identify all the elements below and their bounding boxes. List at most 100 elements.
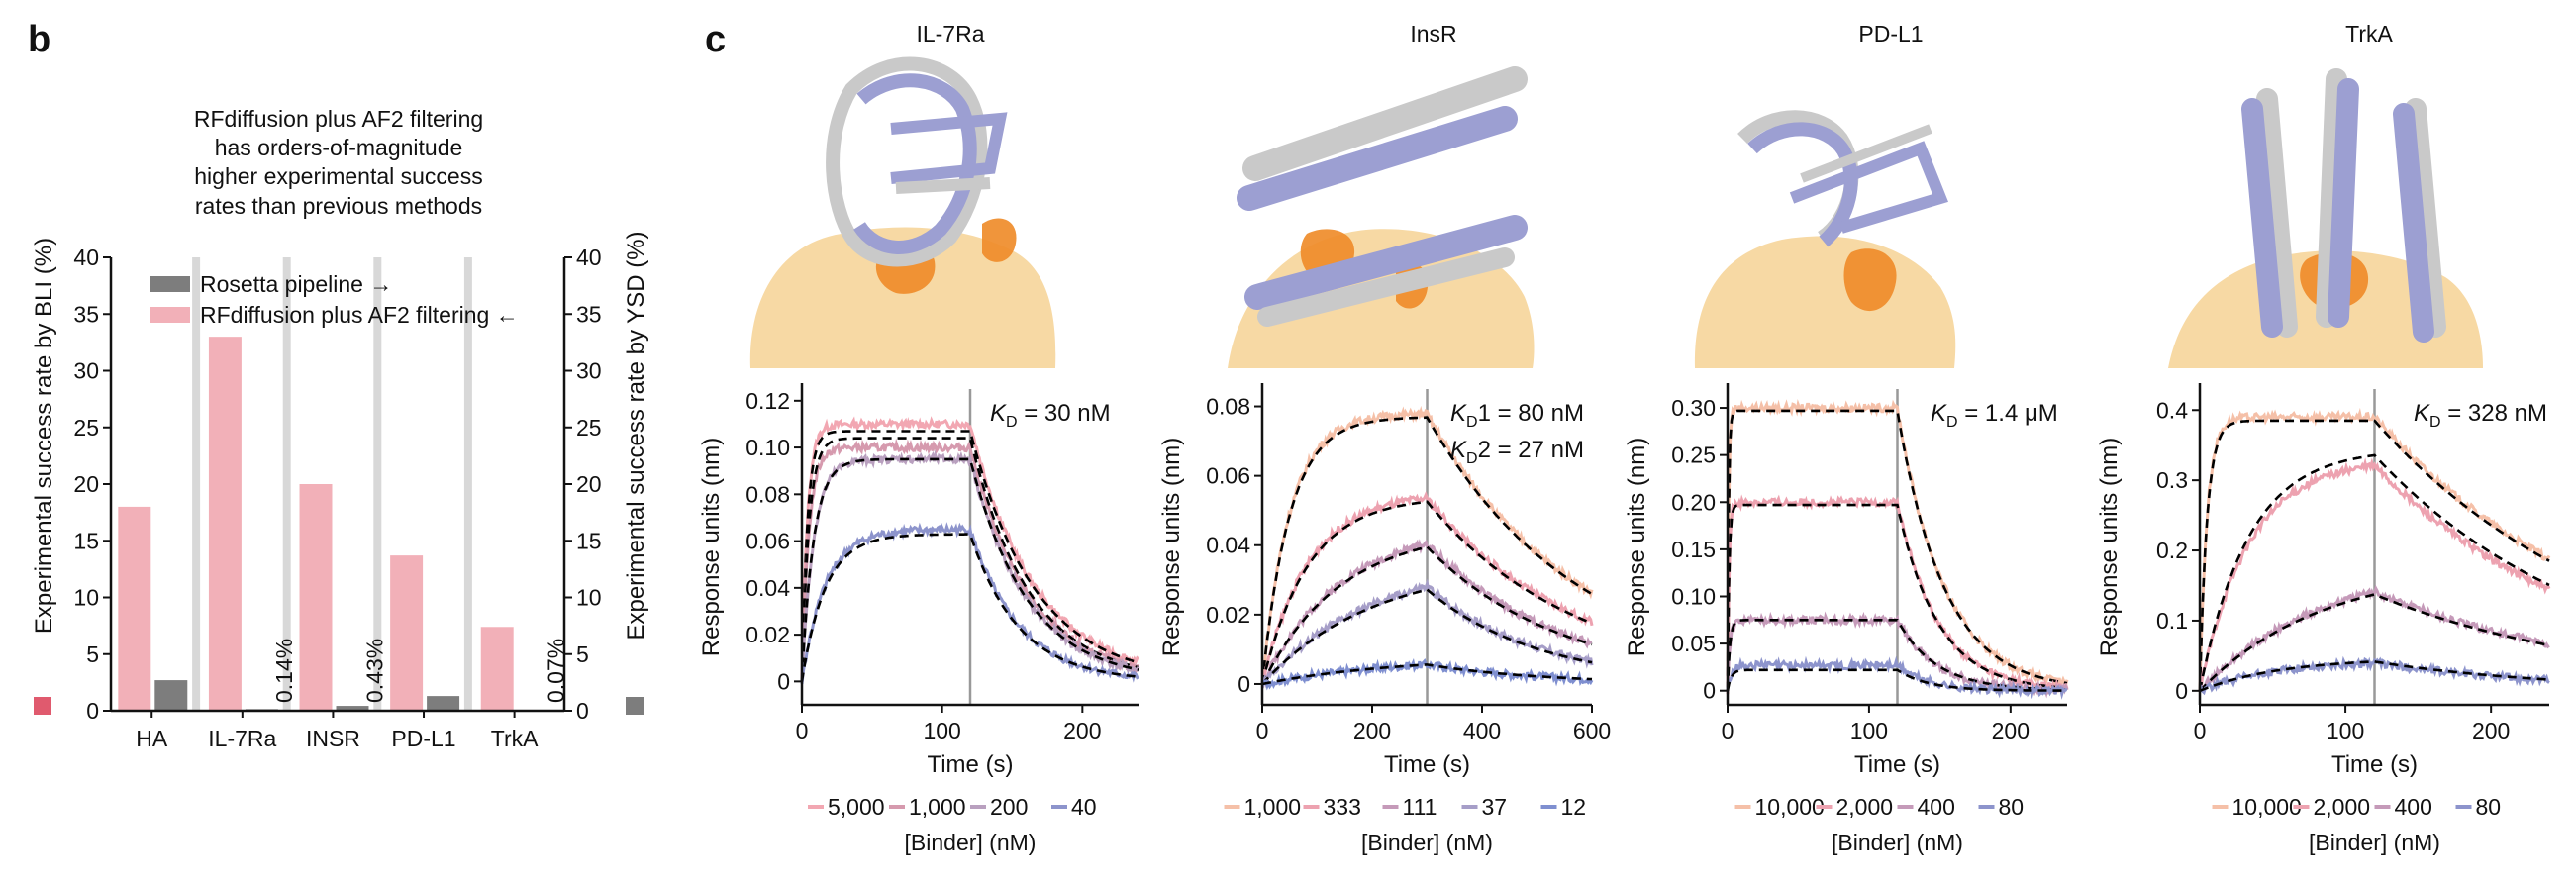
y-tick-label: 0.06: [1206, 463, 1250, 489]
right-axis-label: Experimental success rate by YSD (%): [623, 231, 649, 640]
x-axis-label: Time (s): [927, 751, 1013, 778]
fit-40: [800, 533, 1139, 682]
right-y-tick-label: 20: [576, 471, 602, 497]
legend-label: 10,000: [1755, 794, 1825, 820]
trace-80: [1726, 655, 2068, 700]
right-y-tick-label: 5: [576, 641, 589, 667]
y-tick-label: 0.08: [1206, 394, 1250, 420]
panel-title: PD-L1: [1858, 21, 1923, 47]
kd-label: KD1 = 80 nM: [1450, 400, 1584, 431]
x-tick-label: HA: [136, 726, 168, 751]
kd-label: KD = 328 nM: [2414, 400, 2547, 431]
x-tick-label: 200: [1063, 718, 1101, 743]
legend-label: 37: [1482, 794, 1508, 820]
left-y-tick-label: 15: [73, 528, 99, 553]
y-tick-label: 0.30: [1671, 395, 1716, 421]
fit-1,000: [800, 437, 1139, 682]
legend-title: [Binder] (nM): [2309, 830, 2440, 855]
y-axis-label: Response units (nm): [698, 438, 725, 656]
right-y-tick-label: 40: [576, 245, 602, 270]
legend-swatch-rfdiffusion: [150, 307, 190, 323]
y-tick-label: 0.10: [1671, 583, 1716, 609]
kd-label: KD = 30 nM: [990, 400, 1111, 431]
fit-80: [1726, 668, 2067, 692]
fit-80: [2199, 659, 2549, 693]
trace-1,000: [800, 438, 1139, 679]
left-y-tick-label: 30: [73, 358, 99, 384]
left-y-tick-label: 5: [86, 641, 99, 667]
structure-trka: [2168, 68, 2483, 368]
legend-label: 1,000: [909, 794, 966, 820]
trace-40: [800, 522, 1139, 685]
left-axis-label: Experimental success rate by BLI (%): [31, 238, 57, 634]
fit-400: [2199, 593, 2550, 692]
trace-400: [1726, 611, 2069, 699]
x-axis-label: Time (s): [2331, 751, 2418, 778]
legend-title: [Binder] (nM): [1832, 830, 1963, 855]
y-tick-label: 0: [1703, 678, 1716, 704]
bar-rfdiffusion: [299, 484, 333, 711]
kd-label: KD = 1.4 μM: [1931, 400, 2058, 431]
x-tick-label: INSR: [306, 726, 360, 751]
right-y-tick-label: 35: [576, 301, 602, 327]
legend-label: 80: [2476, 794, 2502, 820]
legend-label: 400: [1918, 794, 1955, 820]
bar-rfdiffusion: [208, 337, 242, 711]
panel-b-letter: b: [28, 19, 50, 60]
y-tick-label: 0.04: [745, 575, 790, 601]
fit-10,000: [1726, 409, 2068, 691]
x-tick-label: 0: [1256, 718, 1269, 743]
legend-title: [Binder] (nM): [1361, 830, 1493, 855]
y-tick-label: 0.4: [2156, 397, 2188, 423]
left-y-tick-label: 0: [86, 698, 99, 724]
legend-label: 80: [1999, 794, 2025, 820]
y-axis-label: Response units (nm): [2096, 438, 2123, 656]
structure-il7ra: [749, 56, 1056, 368]
y-axis-label: Response units (nm): [1158, 438, 1185, 656]
y-tick-label: 0.3: [2156, 467, 2188, 493]
x-tick-label: 200: [1353, 718, 1391, 743]
y-tick-label: 0.04: [1206, 533, 1250, 558]
trace-2,000: [1726, 494, 2069, 695]
y-tick-label: 0.15: [1671, 537, 1716, 562]
panel-title: IL-7Ra: [916, 21, 984, 47]
separator-band: [373, 257, 382, 711]
panel-b-title-line-3: higher experimental success: [194, 163, 482, 189]
bar-rosetta: [427, 696, 460, 711]
legend-label: 400: [2395, 794, 2432, 820]
right-y-tick-label: 0: [576, 698, 589, 724]
right-axis-color-marker: [626, 697, 644, 715]
legend-label: 12: [1561, 794, 1587, 820]
structure-insr: [1228, 66, 1535, 368]
x-tick-label: 400: [1463, 718, 1501, 743]
right-y-tick-label: 10: [576, 585, 602, 611]
fit-10,000: [2198, 419, 2550, 691]
trace-5,000: [800, 416, 1139, 680]
left-y-tick-label: 20: [73, 471, 99, 497]
y-tick-label: 0.08: [745, 481, 790, 507]
fit-200: [800, 457, 1139, 682]
fit-111: [1260, 545, 1593, 685]
fit-333: [1260, 500, 1593, 685]
y-tick-label: 0.06: [745, 529, 790, 554]
legend-label: 333: [1324, 794, 1361, 820]
x-tick-label: 100: [1850, 718, 1888, 743]
trace-12: [1260, 657, 1594, 691]
fit-37: [1261, 588, 1593, 685]
legend-label: 5,000: [828, 794, 885, 820]
bar-rfdiffusion: [118, 506, 151, 711]
panel-b: b RFdiffusion plus AF2 filtering has ord…: [28, 19, 649, 751]
x-axis-label: Time (s): [1384, 751, 1470, 778]
y-tick-label: 0.2: [2156, 538, 2188, 563]
x-tick-label: IL-7Ra: [208, 726, 276, 751]
legend-label: 200: [990, 794, 1028, 820]
x-tick-label: 0: [796, 718, 809, 743]
x-tick-label: 100: [923, 718, 960, 743]
legend-label-rosetta: Rosetta pipeline →: [200, 271, 392, 297]
trace-10,000: [2198, 407, 2551, 693]
panel-c-letter: c: [705, 19, 726, 60]
